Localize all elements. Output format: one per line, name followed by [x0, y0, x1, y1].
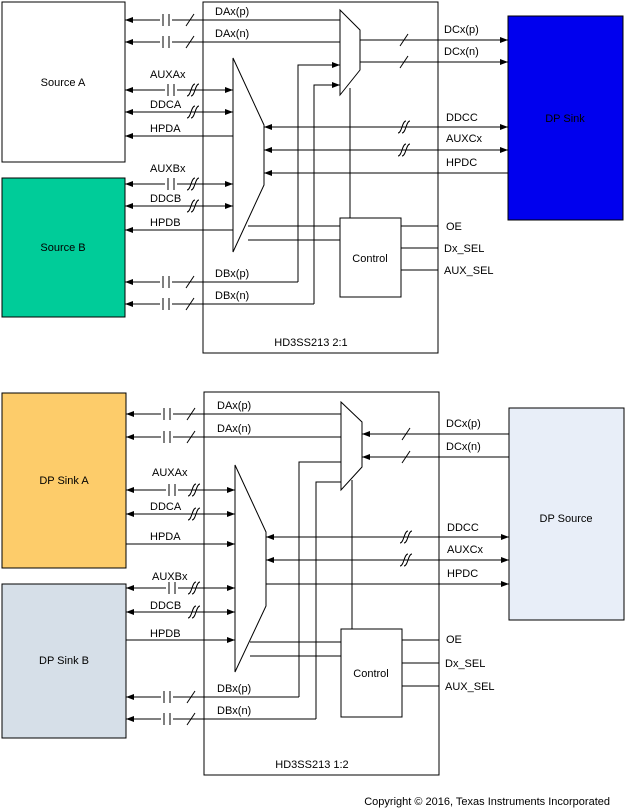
auxax-label-2: AUXAx [152, 467, 188, 479]
dp-sink-block [507, 15, 624, 221]
chip-label-2: HD3SS213 1:2 [275, 759, 348, 771]
dp-sink-label: DP Sink [545, 113, 585, 125]
dp-sink-b-label: DP Sink B [39, 655, 89, 667]
hpdb-line-2 [126, 637, 235, 643]
dx-sel-label: Dx_SEL [444, 243, 484, 255]
dbx-p-line-2 [126, 461, 341, 704]
main-link-mux [339, 8, 361, 97]
aux-sel-label: AUX_SEL [444, 265, 494, 277]
ddca-line-2 [126, 507, 235, 521]
hpdc-label-2: HPDC [447, 568, 478, 580]
dbx-n-line [125, 82, 340, 311]
auxbx-label-2: AUXBx [152, 571, 188, 583]
auxax-line [125, 83, 233, 97]
aux-mux-2 [234, 464, 267, 673]
hpda-label-2: HPDA [150, 531, 181, 543]
auxbx-label: AUXBx [150, 163, 186, 175]
oe-label-2: OE [446, 634, 462, 646]
dcx-n-label: DCx(n) [444, 46, 479, 58]
dbx-p-label-2: DBx(p) [217, 683, 251, 695]
ddcc-line-2 [266, 530, 509, 544]
dcx-p-line-2 [362, 427, 509, 441]
dbx-p-line [125, 62, 340, 289]
source-a-label: Source A [41, 77, 86, 89]
copyright-text: Copyright © 2016, Texas Instruments Inco… [364, 796, 610, 808]
dbx-n-label-2: DBx(n) [217, 705, 251, 717]
auxax-line-2 [126, 483, 235, 497]
auxcx-label: AUXCx [446, 133, 483, 145]
ddcc-label-2: DDCC [447, 522, 479, 534]
ddcb-label-2: DDCB [150, 600, 181, 612]
aux-mux [232, 57, 265, 253]
ddcc-label: DDCC [446, 112, 478, 124]
auxcx-line [264, 143, 508, 157]
dax-n-label: DAx(n) [215, 28, 249, 40]
dbx-n-line-2 [126, 481, 341, 726]
dcx-p-label-2: DCx(p) [446, 418, 481, 430]
hpda-line [125, 133, 233, 139]
hpdb-line [125, 227, 233, 233]
dbx-p-label: DBx(p) [215, 268, 249, 280]
dx-sel-label-2: Dx_SEL [445, 658, 485, 670]
ddcb-line-2 [126, 605, 235, 619]
auxbx-line-2 [126, 581, 235, 595]
hpdc-line [264, 170, 508, 176]
hpdb-label-2: HPDB [150, 628, 181, 640]
dax-p-label-2: DAx(p) [217, 400, 251, 412]
auxax-label: AUXAx [150, 69, 186, 81]
control-label-2: Control [353, 668, 388, 680]
control-block [339, 217, 402, 298]
auxbx-line [125, 177, 233, 191]
dax-p-line-2 [126, 407, 341, 421]
oe-label: OE [446, 221, 462, 233]
control-block-2 [340, 628, 403, 718]
dax-n-line [125, 35, 340, 49]
hpda-label: HPDA [150, 123, 181, 135]
dcx-p-label: DCx(p) [444, 24, 479, 36]
ddcb-label: DDCB [150, 193, 181, 205]
hpda-line-2 [126, 541, 235, 547]
dp-sink-a-label: DP Sink A [39, 475, 89, 487]
source-b-block [1, 177, 126, 318]
dax-n-line-2 [126, 430, 341, 444]
hpdc-line-2 [266, 581, 509, 587]
dp-source-label: DP Source [540, 513, 593, 525]
dp-sink-b-block [1, 583, 127, 739]
dax-p-label: DAx(p) [215, 6, 249, 18]
dcx-n-line-2 [362, 450, 509, 464]
ddca-line [125, 105, 233, 119]
auxcx-label-2: AUXCx [447, 544, 484, 556]
dbx-n-label: DBx(n) [215, 290, 249, 302]
source-b-label: Source B [40, 242, 85, 254]
top-diagram: Source A Source B DP Sink HD3SS213 2:1 C… [1, 1, 624, 354]
dax-p-line [125, 13, 340, 27]
hpdc-label: HPDC [446, 157, 477, 169]
dp-source-block [508, 407, 625, 621]
control-label: Control [352, 253, 387, 265]
chip-label: HD3SS213 2:1 [274, 337, 347, 349]
auxcx-line-2 [266, 553, 509, 567]
dax-n-label-2: DAx(n) [217, 423, 251, 435]
main-link-mux-2 [340, 400, 363, 492]
ddca-label-2: DDCA [150, 501, 182, 513]
ddcb-line [125, 199, 233, 213]
hpdb-label: HPDB [150, 217, 181, 229]
ddcc-line [264, 120, 508, 134]
dcx-n-line [360, 55, 508, 69]
ddca-label: DDCA [150, 99, 182, 111]
source-a-block [1, 1, 126, 163]
dp-sink-a-block [1, 392, 127, 569]
bottom-diagram: DP Sink A DP Sink B DP Source HD3SS213 1… [1, 391, 625, 776]
dcx-p-line [360, 33, 508, 47]
aux-sel-label-2: AUX_SEL [445, 681, 495, 693]
dcx-n-label-2: DCx(n) [446, 441, 481, 453]
